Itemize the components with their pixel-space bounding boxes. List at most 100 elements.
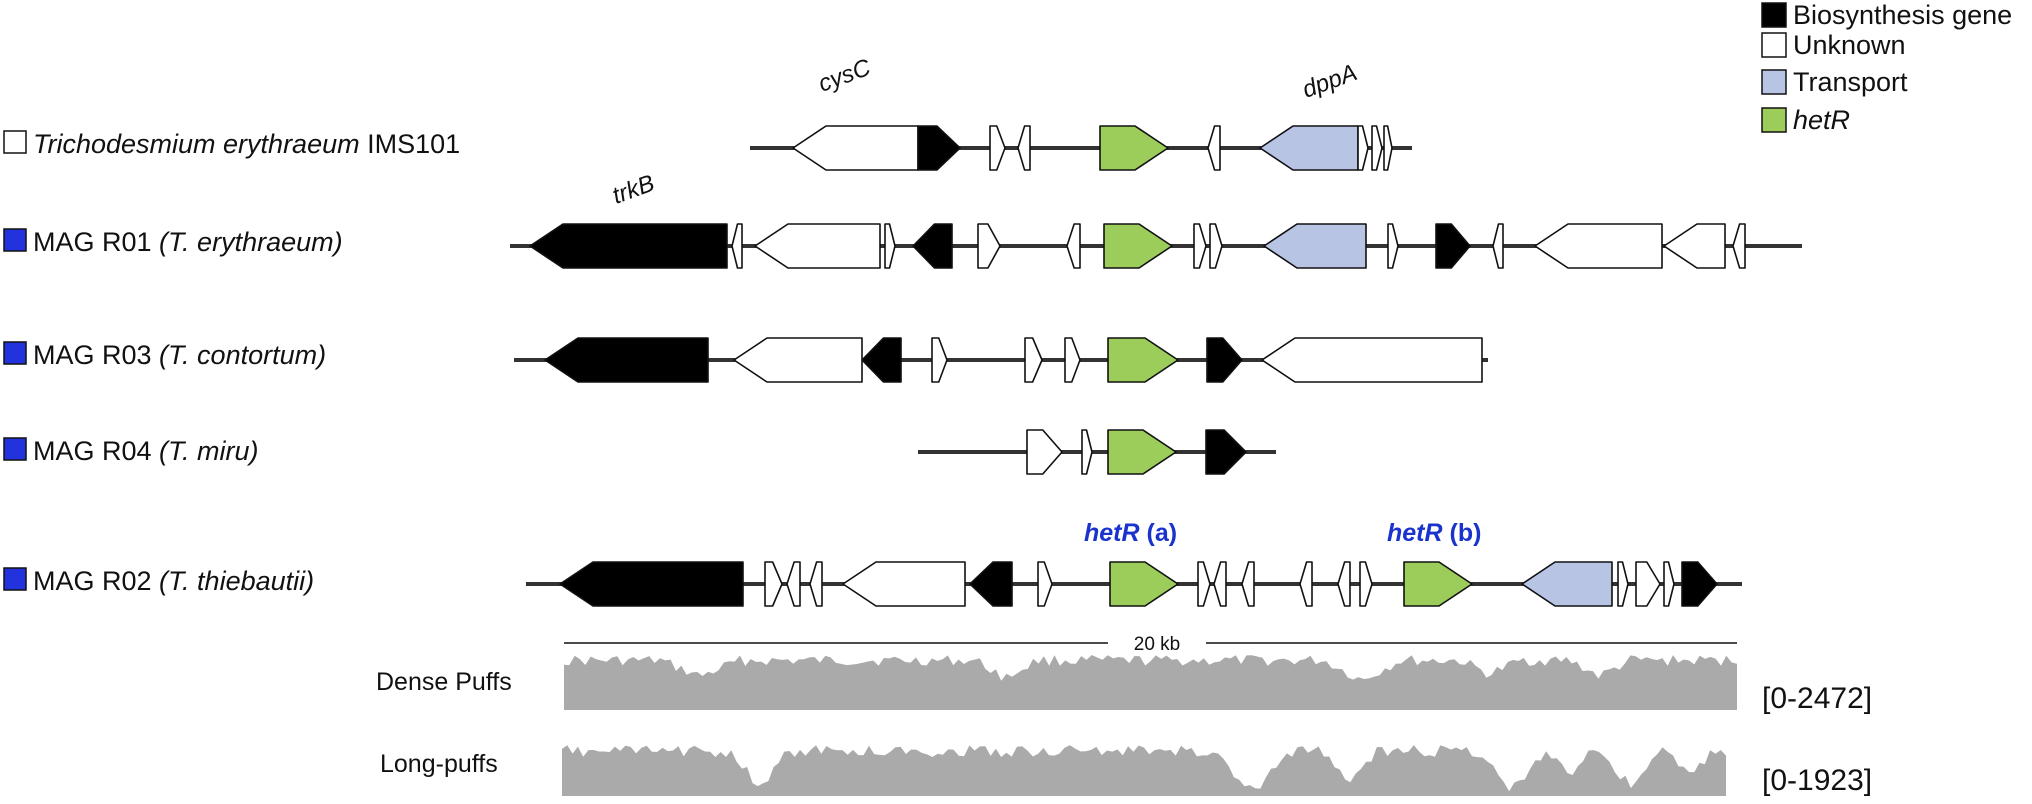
gene-small — [1359, 561, 1373, 607]
coverage-dense-puffs — [564, 655, 1737, 710]
gene-biosynthesis — [1435, 223, 1471, 269]
gene-annotations: cysC dppA trkB hetR (a) hetR (b) — [609, 54, 1482, 547]
track-label: Trichodesmium erythraeum IMS101 — [33, 129, 460, 159]
gene-label-trkB: trkB — [609, 170, 658, 210]
legend-label-transport: Transport — [1793, 67, 1908, 97]
gene-transport — [1521, 561, 1613, 607]
gene-small — [1617, 561, 1629, 607]
track-marker — [3, 437, 27, 461]
gene-label-dppA: dppA — [1299, 59, 1361, 104]
track-4 — [526, 561, 1742, 607]
gene-hetR-b — [1403, 561, 1473, 607]
gene-small — [1213, 561, 1227, 607]
legend-swatch-transport — [1761, 69, 1787, 95]
track-marker — [3, 567, 27, 591]
gene-small — [809, 561, 823, 607]
coverage-label-long-puffs: Long-puffs — [380, 750, 498, 778]
gene-small — [1383, 125, 1393, 171]
gene-biosynthesis — [1205, 429, 1247, 475]
gene-small — [1371, 125, 1383, 171]
gene-small — [1357, 125, 1369, 171]
track-marker — [3, 130, 27, 154]
legend-swatch-biosynthesis — [1761, 2, 1787, 28]
gene-small — [1197, 561, 1211, 607]
gene-small — [1387, 223, 1399, 269]
scale-bar: 20 kb — [564, 634, 1737, 655]
gene-small — [1064, 337, 1081, 383]
gene-small — [931, 337, 948, 383]
gene-biosynthesis — [1206, 337, 1243, 383]
gene-tracks — [510, 125, 1802, 607]
coverage-long-puffs — [562, 745, 1726, 796]
hetR-b-label: hetR (b) — [1387, 519, 1481, 547]
gene-small — [1492, 223, 1504, 269]
gene-small — [1066, 223, 1081, 269]
gene-dppA — [1259, 125, 1359, 171]
gene-hetR — [1099, 125, 1169, 171]
scale-bar-label: 20 kb — [1134, 634, 1180, 655]
gene-hetR — [1103, 223, 1173, 269]
gene-small — [1207, 125, 1221, 171]
gene-small — [1241, 561, 1255, 607]
gene-hetR-a — [1109, 561, 1179, 607]
gene-biosynthesis — [912, 223, 953, 269]
track-marker — [3, 341, 27, 365]
track-1 — [510, 223, 1802, 269]
gene-small — [1017, 125, 1031, 171]
gene-trkB — [544, 337, 709, 383]
gene-trkB — [559, 561, 744, 607]
gene-unknown — [1534, 223, 1663, 269]
gene-small — [731, 223, 743, 269]
gene-small — [1299, 561, 1313, 607]
legend-label-unknown: Unknown — [1793, 30, 1906, 60]
gene-small — [1081, 429, 1093, 475]
gene-trkB — [529, 223, 728, 269]
gene-hetR — [1107, 429, 1177, 475]
track-label: MAG R04 (T. miru) — [33, 436, 259, 466]
legend-swatch-hetR — [1761, 107, 1787, 133]
hetR-a-label: hetR (a) — [1084, 519, 1177, 547]
gene-biosynthesis — [1681, 561, 1718, 607]
legend-swatch-unknown — [1761, 32, 1787, 58]
track-label: MAG R01 (T. erythraeum) — [33, 227, 343, 257]
track-label: MAG R02 (T. thiebautii) — [33, 566, 314, 596]
gene-small — [989, 125, 1006, 171]
gene-transport — [1263, 223, 1367, 269]
coverage-label-dense-puffs: Dense Puffs — [376, 668, 512, 696]
gene-unknown — [1261, 337, 1483, 383]
gene-small — [764, 561, 783, 607]
track-label: MAG R03 (T. contortum) — [33, 340, 326, 370]
track-0 — [750, 125, 1412, 171]
track-3 — [918, 429, 1276, 475]
coverage-range-dense-puffs: [0-2472] — [1762, 682, 1872, 715]
gene-biosynthesis — [917, 125, 961, 171]
gene-unknown — [1026, 429, 1063, 475]
gene-small — [1193, 223, 1207, 269]
gene-label-cysC: cysC — [815, 54, 875, 98]
gene-small — [1037, 561, 1053, 607]
gene-unknown — [754, 223, 881, 269]
gene-small — [1337, 561, 1351, 607]
gene-biosynthesis — [861, 337, 902, 383]
coverage-range-long-puffs: [0-1923] — [1762, 764, 1872, 797]
gene-small — [1024, 337, 1043, 383]
gene-unknown — [1663, 223, 1726, 269]
track-2 — [514, 337, 1488, 383]
gene-small — [1635, 561, 1661, 607]
legend-label-hetR: hetR — [1793, 105, 1850, 135]
gene-cysC — [792, 125, 919, 171]
gene-small — [977, 223, 1001, 269]
gene-small — [1663, 561, 1675, 607]
gene-small — [786, 561, 801, 607]
gene-unknown — [733, 337, 863, 383]
legend-label-biosynthesis: Biosynthesis gene — [1793, 0, 2012, 30]
gene-unknown — [842, 561, 966, 607]
track-marker — [3, 228, 27, 252]
gene-biosynthesis — [969, 561, 1013, 607]
gene-small — [1732, 223, 1746, 269]
gene-small — [884, 223, 896, 269]
